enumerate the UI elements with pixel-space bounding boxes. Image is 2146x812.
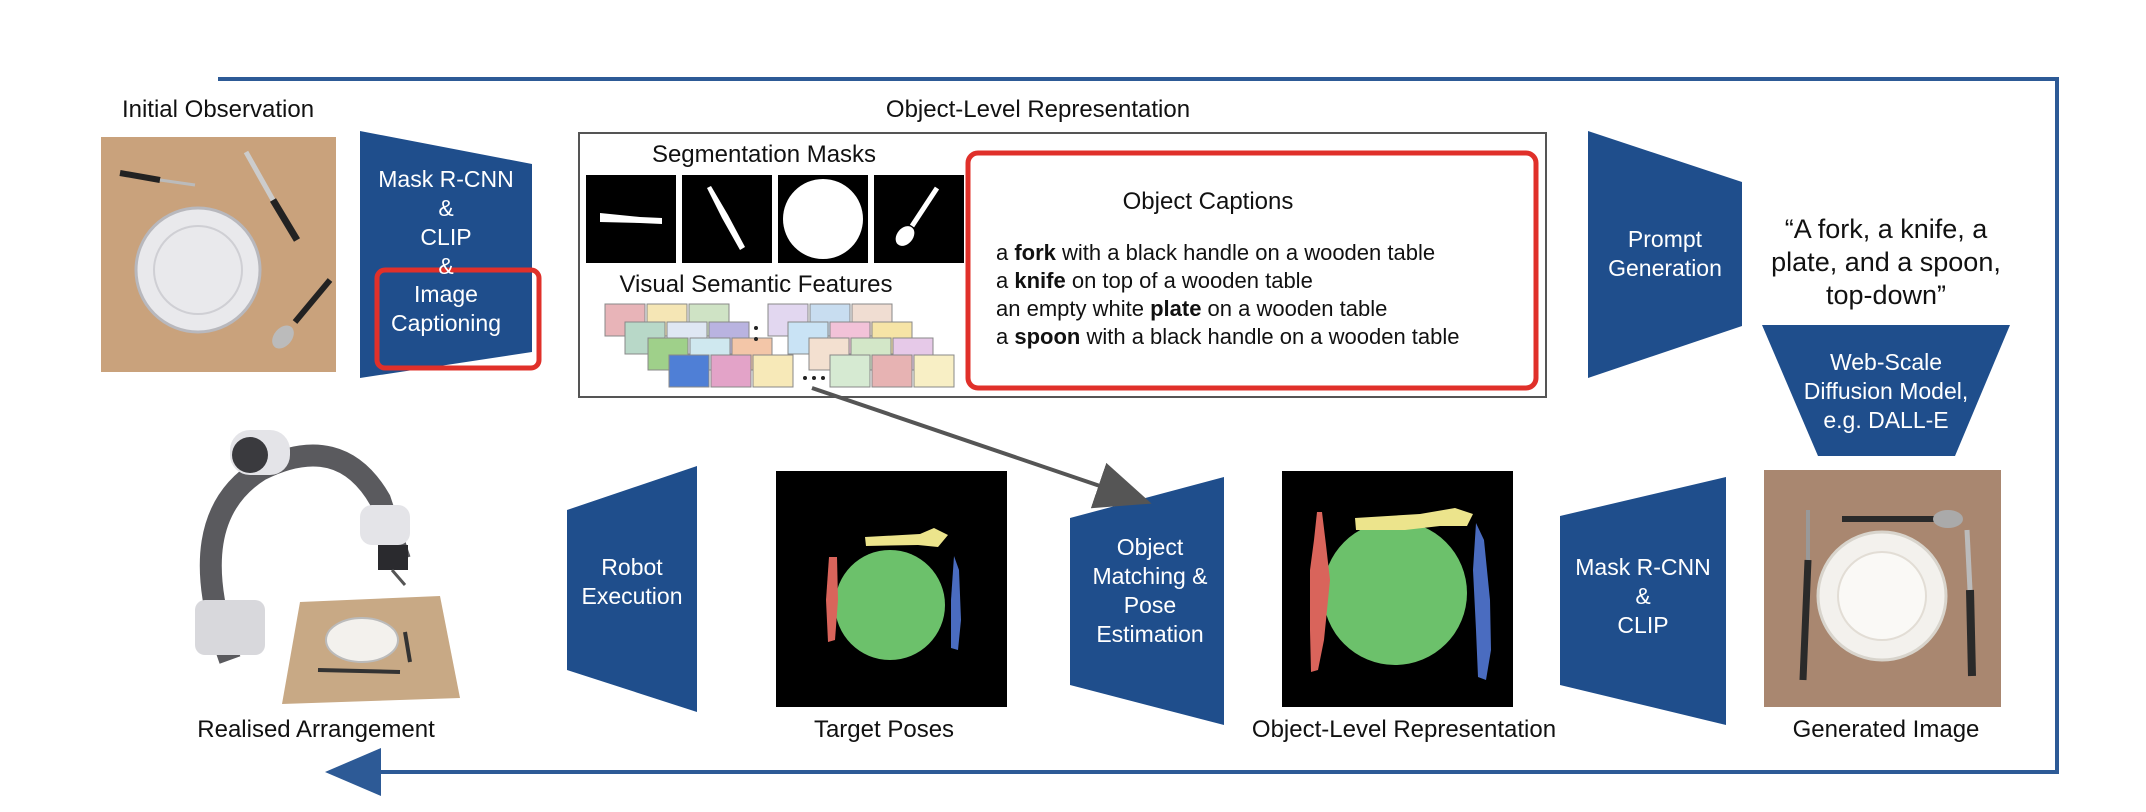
caption-line: a spoon with a black handle on a wooden … bbox=[996, 324, 1460, 349]
mask-rcnn-clip-text-line: CLIP bbox=[420, 224, 472, 250]
robot-execution-block bbox=[567, 466, 697, 712]
mask-rcnn-clip-block bbox=[1560, 477, 1726, 725]
object-matching-text-line: Estimation bbox=[1096, 621, 1204, 647]
mask-rcnn-clip-text-line: Mask R-CNN bbox=[378, 166, 514, 192]
object-captions-list: a fork with a black handle on a wooden t… bbox=[996, 239, 1460, 351]
mask-rcnn-clip-text: Mask R-CNN & CLIP & bbox=[378, 165, 513, 281]
object-level-representation-image bbox=[1282, 471, 1513, 707]
mask-rcnn-clip-text-line: & bbox=[438, 195, 454, 221]
image-captioning-highlight bbox=[374, 267, 542, 371]
caption-object-name: spoon bbox=[1014, 324, 1081, 349]
generated-image bbox=[1764, 470, 2001, 707]
robot-arm-icon bbox=[195, 430, 411, 664]
visual-semantic-features bbox=[604, 303, 955, 388]
text-prompt-line: plate, and a spoon, bbox=[1771, 247, 2001, 277]
knife-icon bbox=[1964, 529, 1976, 677]
caption-object-name: fork bbox=[1014, 240, 1056, 265]
initial-observation-label: Initial Observation bbox=[121, 96, 315, 123]
object-matching-text-line: Matching & bbox=[1092, 563, 1208, 589]
object-matching-text-line: Pose bbox=[1123, 592, 1177, 618]
object-captions-title: Object Captions bbox=[1122, 188, 1294, 215]
mask-rcnn-clip-bottom-text-line: CLIP bbox=[1617, 612, 1669, 638]
caption-object-name: knife bbox=[1014, 268, 1066, 293]
segmentation-masks-label: Segmentation Masks bbox=[651, 141, 877, 168]
features-to-matching-arrow bbox=[811, 386, 1152, 509]
spoon-icon bbox=[272, 278, 333, 349]
text-prompt-line: top-down” bbox=[1825, 280, 1947, 310]
prompt-generation-text-line: Generation bbox=[1608, 255, 1722, 281]
target-poses-label: Target Poses bbox=[813, 716, 955, 743]
fork-icon bbox=[119, 170, 196, 187]
prompt-generation-block bbox=[1588, 131, 1742, 378]
diffusion-model-text-line: Diffusion Model, bbox=[1803, 378, 1969, 404]
realised-arrangement-label: Realised Arrangement bbox=[197, 716, 435, 743]
text-prompt-line: “A fork, a knife, a bbox=[1784, 214, 1988, 244]
prompt-generation-text-line: Prompt bbox=[1627, 226, 1703, 252]
mask-rcnn-clip-bottom-text-line: Mask R-CNN bbox=[1575, 554, 1711, 580]
diffusion-model-text-line: Web-Scale bbox=[1829, 349, 1943, 375]
spoon-icon bbox=[1842, 510, 1963, 528]
segmentation-masks bbox=[586, 175, 964, 263]
generated-image-label: Generated Image bbox=[1792, 716, 1980, 743]
caption-object-name: plate bbox=[1150, 296, 1202, 321]
mask-rcnn-clip-bottom-text: Mask R-CNN & CLIP bbox=[1575, 553, 1710, 640]
caption-line: a knife on top of a wooden table bbox=[996, 268, 1313, 293]
realised-arrangement-image bbox=[195, 430, 460, 704]
mask-rcnn-clip-captioning-block bbox=[360, 131, 532, 378]
mask-rcnn-clip-bottom-text-line: & bbox=[1635, 583, 1651, 609]
mask-rcnn-clip-text-line: & bbox=[438, 253, 454, 279]
caption-line: an empty white plate on a wooden table bbox=[996, 296, 1388, 321]
object-matching-text-line: Object bbox=[1116, 534, 1184, 560]
target-poses-image bbox=[776, 471, 1007, 707]
object-level-representation-title: Object-Level Representation bbox=[885, 96, 1191, 123]
fork-icon bbox=[1799, 510, 1812, 681]
image-captioning-text-line: Image bbox=[414, 281, 478, 307]
object-level-representation-label: Object-Level Representation bbox=[1251, 716, 1557, 743]
feedback-loop-arrow bbox=[218, 77, 2059, 796]
image-captioning-text-line: Captioning bbox=[391, 310, 501, 336]
robot-execution-text-line: Execution bbox=[581, 583, 683, 609]
object-matching-block bbox=[1070, 477, 1224, 725]
initial-observation-image bbox=[101, 137, 336, 372]
visual-semantic-features-label: Visual Semantic Features bbox=[619, 271, 893, 298]
diffusion-model-block bbox=[1762, 325, 2010, 456]
robot-execution-text-line: Robot bbox=[601, 554, 663, 580]
object-captions-box bbox=[965, 150, 1539, 391]
knife-icon bbox=[243, 150, 301, 242]
diffusion-model-text-line: e.g. DALL-E bbox=[1823, 407, 1949, 433]
caption-line: a fork with a black handle on a wooden t… bbox=[996, 240, 1436, 265]
